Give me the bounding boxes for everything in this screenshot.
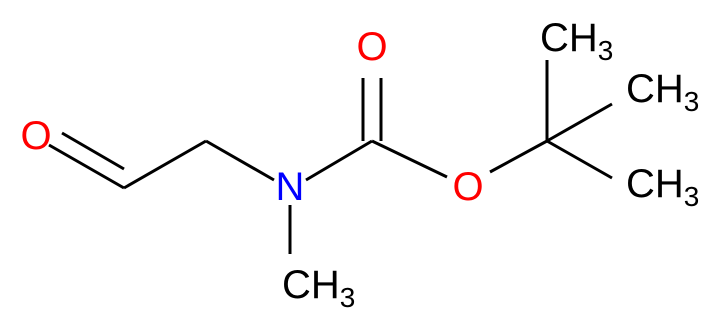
atom-label-ch3-mid: CH3 xyxy=(626,67,699,117)
b-c-oester-line-1 xyxy=(371,139,448,179)
atom-label-ch3-n: CH3 xyxy=(282,263,355,313)
b-oester-cq-line-1 xyxy=(489,139,548,174)
b-n-carbonyl-line-1 xyxy=(305,139,373,182)
atom-symbol: CH xyxy=(626,67,684,111)
bond-layer xyxy=(48,60,613,254)
atom-symbol: O xyxy=(20,114,51,158)
atom-symbol: O xyxy=(452,165,483,209)
b-cq-ch3bot-line-1 xyxy=(546,139,613,180)
b-ch2-cho-line-1 xyxy=(123,139,207,190)
atom-label-o-carbonyl: O xyxy=(356,25,387,69)
atom-symbol: N xyxy=(276,165,305,209)
atom-label-o-ald: O xyxy=(20,114,51,158)
atom-symbol: CH xyxy=(626,162,684,206)
atom-subscript: 3 xyxy=(340,282,356,313)
atom-subscript: 3 xyxy=(598,35,614,66)
b-n-ch2-line-1 xyxy=(205,139,275,182)
atom-label-n: N xyxy=(276,165,305,209)
atom-symbol: O xyxy=(356,25,387,69)
b-cho-double-line-1 xyxy=(48,143,125,190)
atom-subscript: 3 xyxy=(684,86,700,117)
atom-label-ch3-top: CH3 xyxy=(540,16,613,66)
atom-label-o-ester: O xyxy=(452,165,483,209)
b-cho-double-line-2 xyxy=(61,131,125,171)
atom-label-ch3-bot: CH3 xyxy=(626,162,699,212)
b-cq-ch3mid-line-1 xyxy=(546,102,613,143)
atom-symbol: CH xyxy=(282,263,340,307)
atom-symbol: CH xyxy=(540,16,598,60)
atom-subscript: 3 xyxy=(684,181,700,212)
